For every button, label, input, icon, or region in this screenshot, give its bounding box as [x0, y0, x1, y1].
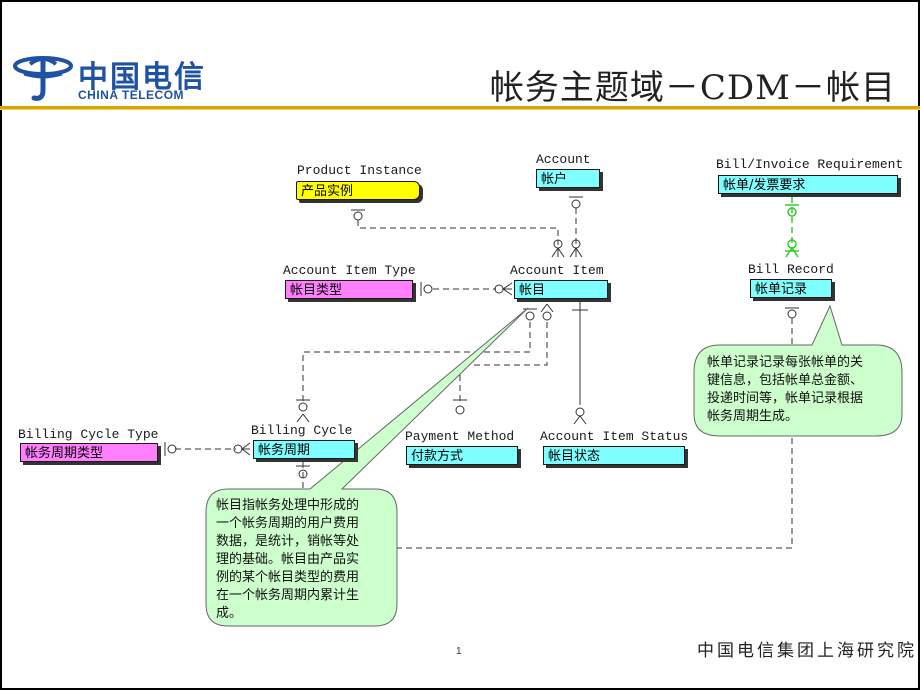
billing-cycle-type-entity: 帐务周期类型: [20, 443, 158, 462]
account-item-status-label: Account Item Status: [540, 429, 689, 444]
account-item-status-entity: 帐目状态: [543, 446, 685, 465]
account-entity: 帐户: [536, 169, 600, 188]
callout-line: 例的某个帐目类型的费用: [216, 570, 360, 585]
logo-english-text: CHINA TELECOM: [78, 88, 185, 102]
account-label: Account: [536, 152, 591, 167]
callout-line: 成。: [216, 606, 243, 621]
header-divider-light: [0, 109, 920, 110]
payment-method-label: Payment Method: [405, 429, 515, 444]
bill-record-callout-shape: [693, 304, 903, 437]
bill-record-entity: 帐单记录: [750, 279, 832, 298]
billing-cycle-entity: 帐务周期: [253, 440, 355, 459]
page-number: 1: [456, 646, 462, 657]
footer-organization: 中国电信集团上海研究院: [697, 641, 917, 661]
product-instance-entity: 产品实例: [296, 181, 420, 200]
billing-cycle-label: Billing Cycle: [251, 423, 353, 438]
callout-line: 数据，是统计，销帐等处: [216, 534, 360, 549]
callout-line: 在一个帐务周期内累计生: [216, 588, 360, 603]
header-divider: [0, 106, 920, 109]
callout-line: 投递时间等，帐单记录根据: [707, 391, 864, 406]
china-telecom-logo-icon: [13, 56, 73, 101]
logo-chinese-text: 中国电信: [78, 60, 206, 95]
slide-title: 帐务主题域－CDM－帐目: [489, 68, 896, 108]
billing-cycle-type-label: Billing Cycle Type: [18, 427, 159, 442]
bill-record-label: Bill Record: [748, 262, 834, 277]
product-instance-label: Product Instance: [297, 163, 422, 178]
account-item-type-label: Account Item Type: [283, 263, 416, 278]
bill-record-callout: 帐单记录记录每张帐单的关 键信息，包括帐单总金额、 投递时间等，帐单记录根据 帐…: [707, 354, 863, 426]
callout-line: 帐务周期生成。: [707, 409, 799, 424]
account-item-label: Account Item: [510, 263, 604, 278]
account-item-entity: 帐目: [514, 280, 608, 299]
callout-line: 理的基础。帐目由产品实: [216, 552, 360, 567]
callout-line: 键信息，包括帐单总金额、: [707, 373, 864, 388]
account-item-callout-shape: [205, 307, 529, 627]
payment-method-entity: 付款方式: [406, 446, 518, 465]
account-item-type-entity: 帐目类型: [285, 280, 413, 299]
bill-invoice-requirement-entity: 帐单/发票要求: [718, 175, 898, 194]
account-item-callout: 帐目指帐务处理中形成的 一个帐务周期的用户费用 数据，是统计，销帐等处 理的基础…: [216, 497, 359, 623]
slide-header: 中国电信 CHINA TELECOM 帐务主题域－CDM－帐目: [0, 0, 920, 110]
callout-line: 帐单记录记录每张帐单的关: [707, 355, 864, 370]
callout-line: 一个帐务周期的用户费用: [216, 516, 360, 531]
bill-invoice-requirement-label: Bill/Invoice Requirement: [716, 157, 904, 172]
callout-line: 帐目指帐务处理中形成的: [216, 498, 360, 513]
